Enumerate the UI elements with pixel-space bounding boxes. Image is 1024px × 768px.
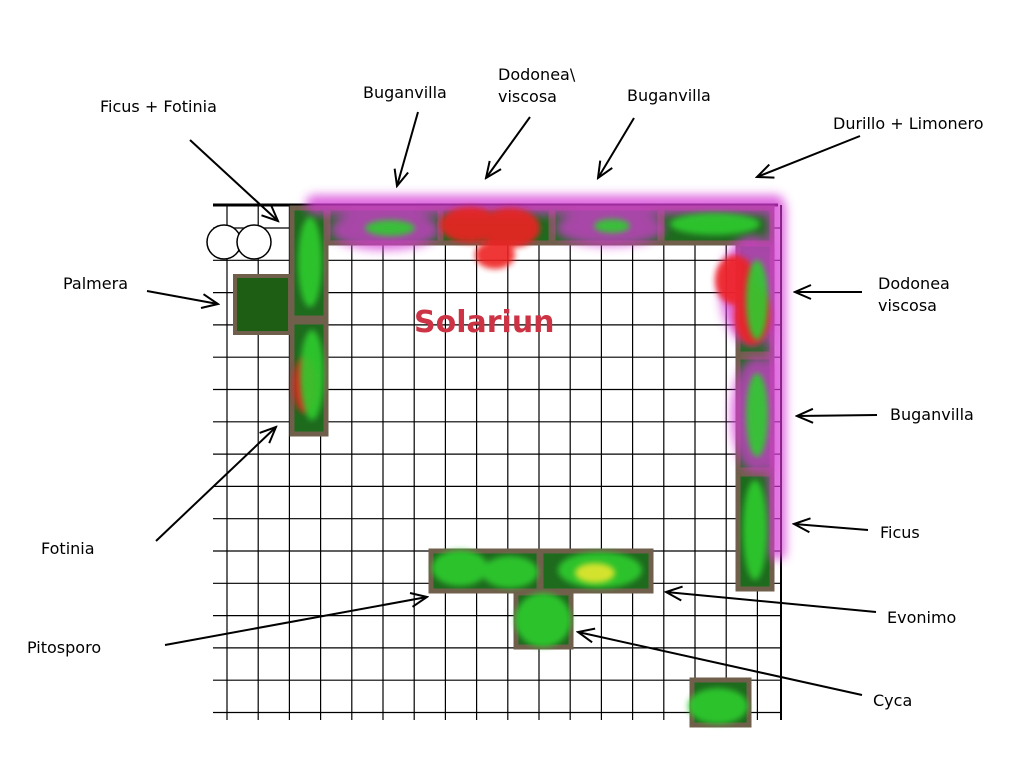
label-dodonea-right-2: viscosa [878,296,937,315]
arrow-cyca [578,632,863,696]
solarium-title: Solariun [414,305,555,340]
label-buganvilla-2: Buganvilla [627,86,711,105]
label-buganvilla-1: Buganvilla [363,83,447,102]
label-cyca: Cyca [873,691,912,710]
arrow-evonimo [666,592,877,613]
arrow-ficus-fotinia [189,139,278,221]
arrow-buganvilla-1 [397,111,419,186]
label-palmera: Palmera [63,274,128,293]
label-dodonea-top-2: viscosa [498,87,557,106]
arrow-palmera [146,290,218,304]
label-buganvilla-3: Buganvilla [890,405,974,424]
ring-right [236,224,272,260]
label-ficus-fotinia: Ficus + Fotinia [100,97,217,116]
arrows [146,111,878,696]
label-ficus: Ficus [880,523,920,542]
label-evonimo: Evonimo [887,608,956,627]
arrow-durillo-limonero [757,135,861,177]
labels: Ficus + Fotinia Buganvilla Dodonea\ visc… [27,65,983,710]
arrow-buganvilla-2 [598,117,635,178]
label-pitosporo: Pitosporo [27,638,101,657]
arrow-buganvilla-3 [797,415,878,416]
ring-left [206,224,242,260]
label-dodonea-top-1: Dodonea\ [498,65,576,84]
arrow-ficus [794,524,869,530]
evonimo-yellow [575,563,615,583]
palmera-block [233,274,292,335]
label-dodonea-right-1: Dodonea [878,274,950,293]
dodonea-red [293,207,770,413]
label-durillo-limonero: Durillo + Limonero [833,114,983,133]
arrow-pitosporo [164,597,427,646]
label-fotinia: Fotinia [41,539,95,558]
arrow-dodonea-top [486,116,531,178]
arrow-fotinia [155,427,276,542]
buganvilla-halo [306,195,786,560]
